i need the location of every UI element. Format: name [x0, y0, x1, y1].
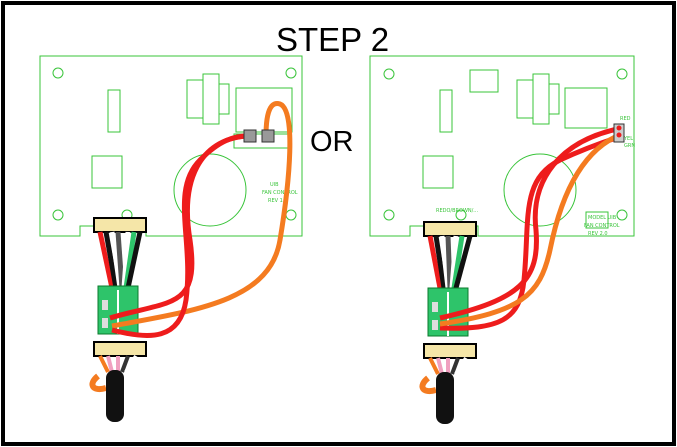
right-pin-label-red: RED	[620, 116, 631, 122]
right-bottom-connector	[423, 343, 477, 359]
right-board-model: MODEL UIB	[588, 215, 617, 221]
left-bottom-connector	[93, 341, 147, 357]
left-board-model: UIB	[270, 182, 279, 188]
right-board-connector-label: REDO/BROWN/...	[436, 208, 478, 214]
right-top-connector	[423, 221, 477, 237]
right-wire-harness	[419, 123, 625, 424]
right-sensor-probe	[436, 372, 454, 424]
left-top-connector	[93, 217, 147, 233]
right-control-board: REDO/BROWN/... MODEL UIB FAN CONTROL REV…	[369, 55, 635, 237]
right-board-rev: REV 2.0	[588, 231, 608, 237]
right-board-name: FAN CONTROL	[584, 223, 620, 229]
left-terminal-b	[261, 129, 275, 143]
right-pin-label-grn: GRN	[624, 143, 635, 149]
left-terminal-a	[243, 129, 257, 143]
right-pin-label-yel: YEL	[623, 136, 633, 142]
left-board-name: FAN CONTROL	[262, 190, 298, 196]
left-wire-harness	[89, 101, 293, 422]
left-control-board: UIB FAN CONTROL REV 1.0	[39, 55, 303, 237]
or-separator: OR	[310, 126, 354, 158]
step-title: STEP 2	[276, 21, 389, 58]
left-board-rev: REV 1.0	[268, 198, 288, 204]
left-sensor-probe	[106, 370, 124, 422]
